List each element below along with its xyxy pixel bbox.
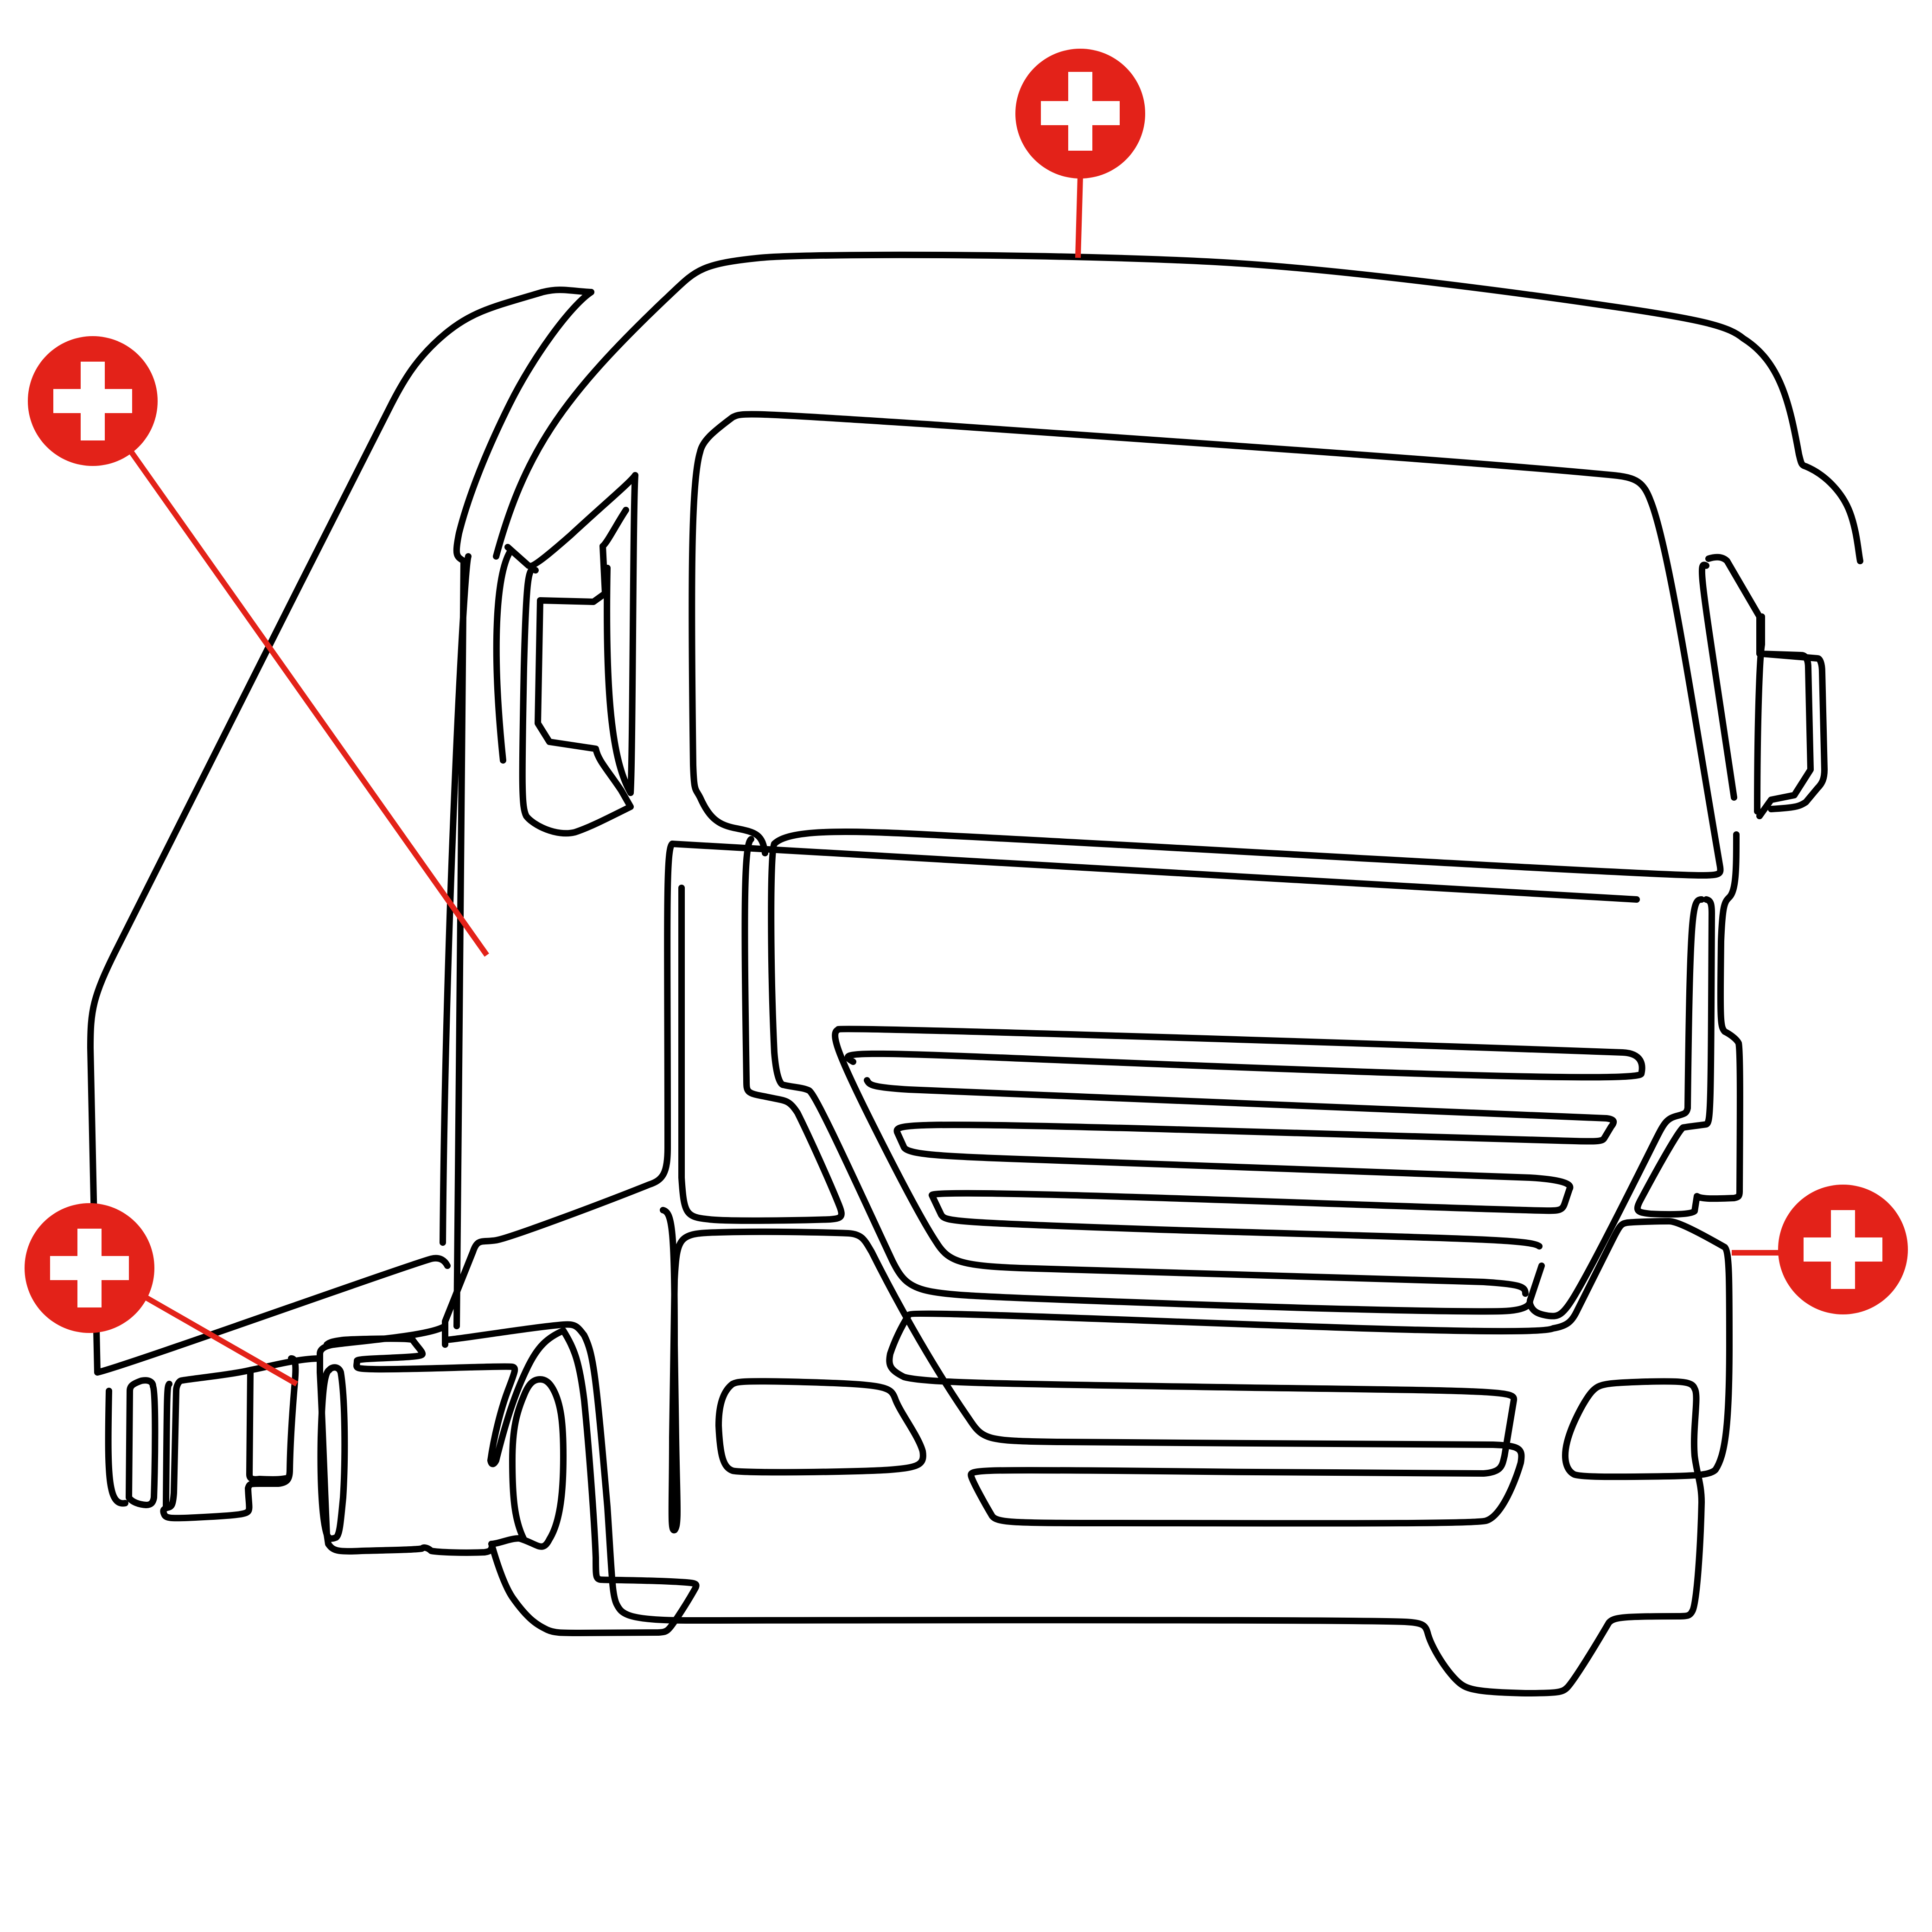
side-window: [504, 472, 638, 837]
leader-line-front-corner: [138, 1291, 298, 1387]
hotspot-front-corner[interactable]: [25, 1203, 298, 1387]
plus-icon: [53, 362, 132, 440]
front-grille: [768, 841, 1645, 1315]
left-lower-lamps: [105, 1355, 323, 1522]
cab-front-edge: [669, 836, 1640, 1224]
hotspot-mirror[interactable]: [28, 336, 489, 957]
left-door: [440, 289, 594, 1329]
hotspot-roof[interactable]: [1015, 49, 1145, 258]
plus-icon: [50, 1229, 129, 1307]
windshield: [689, 411, 1724, 879]
left-headlight: [317, 1327, 567, 1542]
hotspot-side-bumper[interactable]: [1732, 1185, 1908, 1314]
front-bumper: [442, 1207, 1733, 1696]
truck-outline: [87, 251, 1863, 1696]
cab-left-corner: [442, 841, 676, 1348]
plus-icon: [1804, 1210, 1882, 1289]
leader-line-mirror: [116, 432, 489, 957]
right-fender: [1527, 554, 1814, 1320]
leader-line-roof: [1075, 176, 1083, 258]
mirror: [87, 287, 594, 1376]
right-mirror: [1759, 650, 1828, 812]
cab-roof: [493, 251, 1863, 564]
plus-icon: [1041, 72, 1120, 151]
